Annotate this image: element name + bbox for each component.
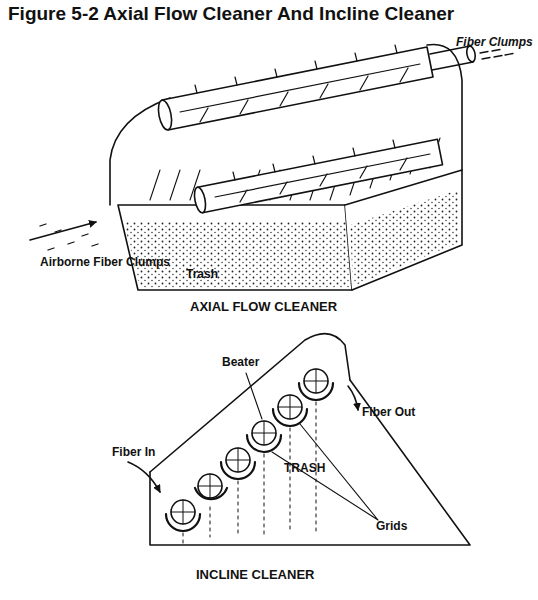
leader-line — [246, 373, 262, 419]
figure-title: Figure 5-2 Axial Flow Cleaner And Inclin… — [8, 4, 454, 25]
part-label: Grids — [376, 520, 407, 533]
incline-cleaner — [128, 334, 470, 545]
rotor-end — [193, 186, 208, 213]
rotor-end — [156, 99, 174, 131]
rotor-spikes — [215, 140, 430, 202]
grids — [166, 383, 333, 531]
part-label: TRASH — [284, 462, 325, 475]
trash-stipple — [350, 190, 458, 286]
lower-rotor — [198, 139, 443, 212]
rotor-spikes — [180, 45, 420, 122]
flow-label: Fiber In — [112, 446, 155, 459]
beater-spokes — [171, 369, 328, 524]
sub-caption: INCLINE CLEANER — [196, 568, 314, 582]
part-label: Beater — [222, 356, 259, 369]
fiber-in-arrow — [128, 462, 160, 492]
housing-side — [345, 170, 462, 290]
trash-stipple — [124, 222, 351, 288]
housing-top — [150, 334, 350, 472]
flow-label: Fiber Clumps — [456, 36, 533, 49]
fiber-dashes — [40, 224, 98, 250]
part-label: Trash — [186, 268, 218, 281]
inflow-arrow — [30, 222, 96, 240]
fiber-out-arrow — [348, 386, 358, 410]
axial-cleaner — [30, 44, 513, 290]
flow-label: Fiber Out — [362, 406, 415, 419]
flow-label: Airborne Fiber Clumps — [40, 256, 170, 269]
sub-caption: AXIAL FLOW CLEANER — [190, 300, 337, 314]
beaters — [171, 369, 328, 524]
housing-front — [118, 205, 352, 290]
leader-line — [272, 424, 378, 520]
fiber-dashes — [480, 50, 513, 60]
housing-base — [150, 380, 470, 545]
